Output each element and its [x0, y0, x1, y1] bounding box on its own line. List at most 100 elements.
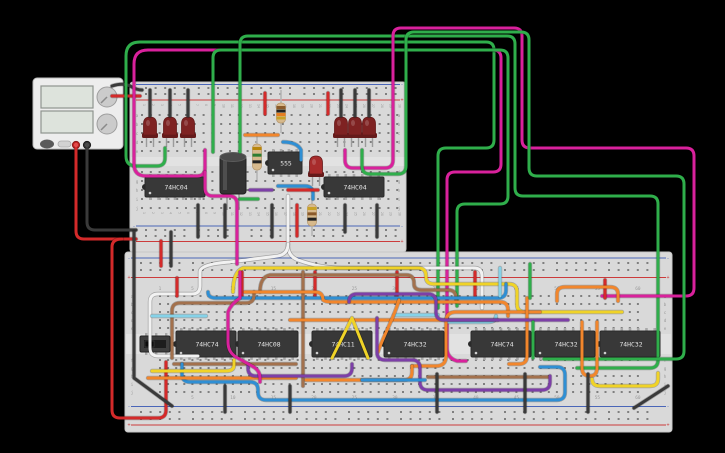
rail-hole — [260, 229, 263, 231]
orange-arch[interactable] — [555, 285, 620, 303]
yellow-long[interactable] — [231, 266, 624, 314]
hole — [458, 367, 461, 369]
ic-74hc08-b1[interactable]: 74HC08 — [235, 328, 299, 360]
hole — [369, 375, 372, 377]
hole — [442, 359, 445, 361]
ic-555-t1[interactable]: 555 — [265, 149, 303, 177]
yellow-lambda[interactable] — [330, 316, 370, 360]
hole — [361, 327, 364, 329]
orange-diag[interactable] — [376, 298, 401, 354]
blue-rowC[interactable] — [206, 282, 508, 300]
blue-555-top[interactable] — [281, 140, 303, 162]
orange-u[interactable] — [580, 320, 599, 378]
led-4[interactable] — [333, 116, 349, 147]
magenta-link[interactable] — [203, 170, 239, 266]
led-5[interactable] — [347, 116, 363, 147]
rail-hole — [575, 418, 578, 420]
purple-bottom[interactable] — [375, 316, 552, 392]
orange-rowC[interactable] — [243, 290, 510, 318]
supply-red-lead[interactable] — [74, 146, 138, 241]
rail-hole — [348, 269, 350, 271]
hole — [183, 391, 186, 393]
red-feed-bottom-rail[interactable] — [110, 237, 168, 420]
led-3[interactable] — [180, 116, 196, 147]
arc-green-1[interactable] — [124, 40, 496, 310]
arc-green-4[interactable] — [360, 30, 686, 361]
orange-hook[interactable] — [410, 310, 542, 368]
hole — [159, 303, 161, 305]
hole — [273, 123, 275, 125]
white-switch-loop[interactable] — [148, 242, 290, 358]
orange-vert[interactable] — [507, 296, 529, 366]
yellow-rowG[interactable] — [150, 358, 236, 373]
switch-slot — [144, 340, 166, 348]
hole — [207, 367, 210, 369]
blue-bottom-loop[interactable] — [180, 362, 567, 402]
slide-switch[interactable] — [139, 333, 171, 355]
rail-hole — [322, 87, 325, 89]
chip-pin — [188, 328, 191, 332]
hole — [264, 319, 267, 321]
resistor-band — [276, 113, 286, 116]
hole — [175, 375, 178, 377]
arc-green-3[interactable] — [238, 34, 660, 370]
brown-left[interactable] — [170, 290, 256, 360]
hole — [474, 303, 477, 305]
white-long[interactable] — [286, 194, 484, 310]
rail-hole — [145, 229, 147, 231]
arc-green-2[interactable] — [211, 48, 510, 308]
blue-555-bottom[interactable] — [276, 184, 315, 201]
black-feed-bottom-rail[interactable] — [132, 230, 174, 408]
chip-pin — [340, 356, 344, 360]
arc-magenta-1[interactable] — [132, 48, 503, 363]
hole — [207, 319, 210, 321]
purple-long[interactable] — [347, 292, 570, 322]
label: j — [664, 390, 667, 395]
rail-hole — [211, 418, 214, 420]
hole — [361, 123, 363, 125]
led-7[interactable] — [308, 155, 324, 186]
electrolytic-capacitor[interactable] — [219, 152, 247, 211]
led-6[interactable] — [361, 116, 377, 147]
purple-u[interactable] — [246, 362, 354, 378]
ic-74hc74-b4[interactable]: 74HC74 — [468, 328, 532, 360]
magenta-curl[interactable] — [226, 270, 262, 384]
rail-hole — [400, 418, 402, 420]
brown-long[interactable] — [258, 273, 458, 304]
ic-74hc32-b3[interactable]: 74HC32 — [381, 328, 445, 360]
hole — [387, 123, 390, 125]
label: d — [398, 140, 401, 145]
ic-74hc32-b6[interactable]: 74HC32 — [597, 328, 661, 360]
rail-hole — [556, 262, 558, 264]
resistor-1[interactable] — [276, 90, 286, 133]
rail-hole — [357, 269, 360, 271]
rail-hole — [230, 418, 233, 420]
hole — [246, 180, 249, 182]
power-switch[interactable] — [57, 140, 72, 148]
power-supply[interactable] — [32, 77, 124, 150]
label: 4 — [169, 212, 173, 214]
yellow-rowH[interactable] — [590, 371, 660, 388]
supply-black-lead[interactable] — [85, 146, 138, 232]
label: 60 — [635, 395, 641, 401]
led-1[interactable] — [142, 116, 158, 147]
hole — [402, 383, 404, 385]
hole — [628, 319, 631, 321]
resistor-3[interactable] — [307, 195, 317, 236]
supply-black-top[interactable] — [110, 82, 144, 92]
rail-hole — [394, 229, 397, 231]
power-button[interactable] — [40, 139, 54, 149]
black-diag[interactable] — [632, 384, 670, 410]
ic-74hc74-b0[interactable]: 74HC74 — [173, 328, 237, 360]
arc-magenta-2[interactable] — [343, 26, 696, 298]
ic-74hc04-t2[interactable]: 74HC04 — [321, 174, 385, 200]
rail-hole — [173, 93, 176, 95]
ic-74hc32-b5[interactable]: 74HC32 — [532, 328, 596, 360]
hole — [474, 383, 477, 385]
hole — [325, 114, 328, 116]
rail-hole — [313, 229, 315, 231]
ic-74hc11-b2[interactable]: 74HC11 — [309, 328, 373, 360]
resistor-2[interactable] — [252, 134, 262, 180]
chip-pin — [588, 328, 591, 332]
